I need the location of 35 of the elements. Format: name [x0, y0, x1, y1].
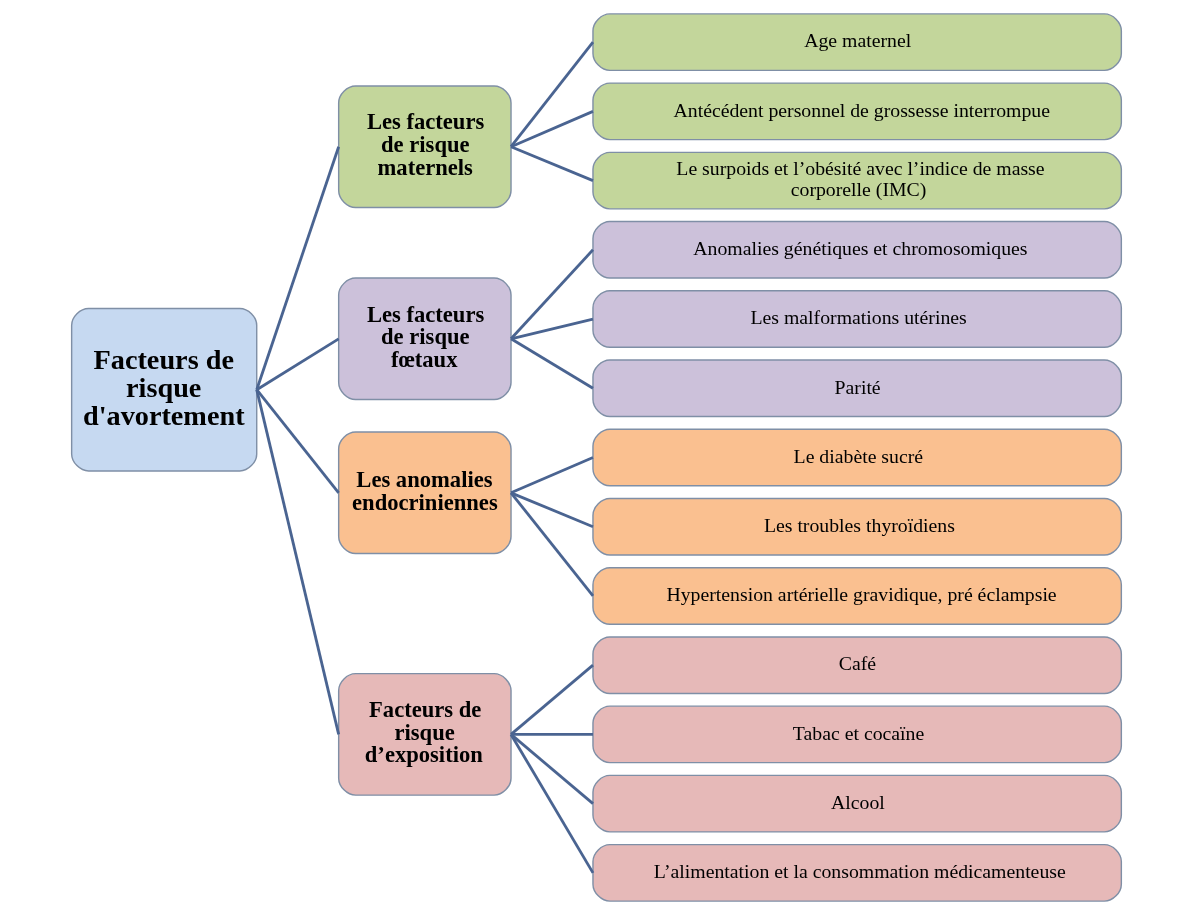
- connector: [254, 389, 340, 735]
- node-box: Anomalies génétiques et chromosomiques: [591, 220, 1122, 279]
- connector: [255, 337, 339, 391]
- node-box: Les facteurs de risque maternels: [337, 85, 512, 209]
- node-box: Le surpoids et l’obésité avec l’indice de masse corporelle (IMC): [591, 151, 1122, 210]
- node-box: Les facteurs de risque fœtaux: [337, 277, 512, 401]
- connector: [509, 248, 594, 340]
- node-box: Alcool: [591, 774, 1122, 833]
- node-box: Les troubles thyroïdiens: [591, 497, 1122, 556]
- node-box: Le diabète sucré: [591, 428, 1122, 487]
- node-box: Age maternel: [591, 13, 1122, 72]
- connector: [509, 337, 594, 390]
- connector: [509, 733, 594, 874]
- connector: [509, 733, 594, 805]
- node-box: Parité: [591, 359, 1122, 418]
- node-box: Café: [591, 636, 1122, 695]
- connector: [510, 491, 593, 529]
- node-box: Les anomalies endocriniennes: [337, 431, 512, 555]
- connector: [254, 146, 340, 391]
- connector: [510, 733, 593, 736]
- connector: [510, 317, 593, 341]
- connector: [509, 41, 594, 148]
- node-box: Facteurs de risque d’exposition: [337, 672, 512, 796]
- connector: [255, 388, 340, 494]
- node-box: Tabac et cocaïne: [591, 705, 1122, 764]
- connector: [509, 664, 594, 736]
- node-box: Facteurs de risque d'avortement: [70, 307, 257, 472]
- connector: [510, 145, 593, 182]
- node-box: Hypertension artérielle gravidique, pré éclampsie: [591, 567, 1122, 625]
- connector: [509, 491, 594, 597]
- node-box: Les malformations utérines: [591, 290, 1122, 348]
- connector: [509, 456, 594, 495]
- connector: [509, 110, 594, 148]
- node-box: Antécédent personnel de grossesse interrompue: [591, 82, 1122, 141]
- node-box: L’alimentation et la consommation médicamenteuse: [591, 843, 1122, 902]
